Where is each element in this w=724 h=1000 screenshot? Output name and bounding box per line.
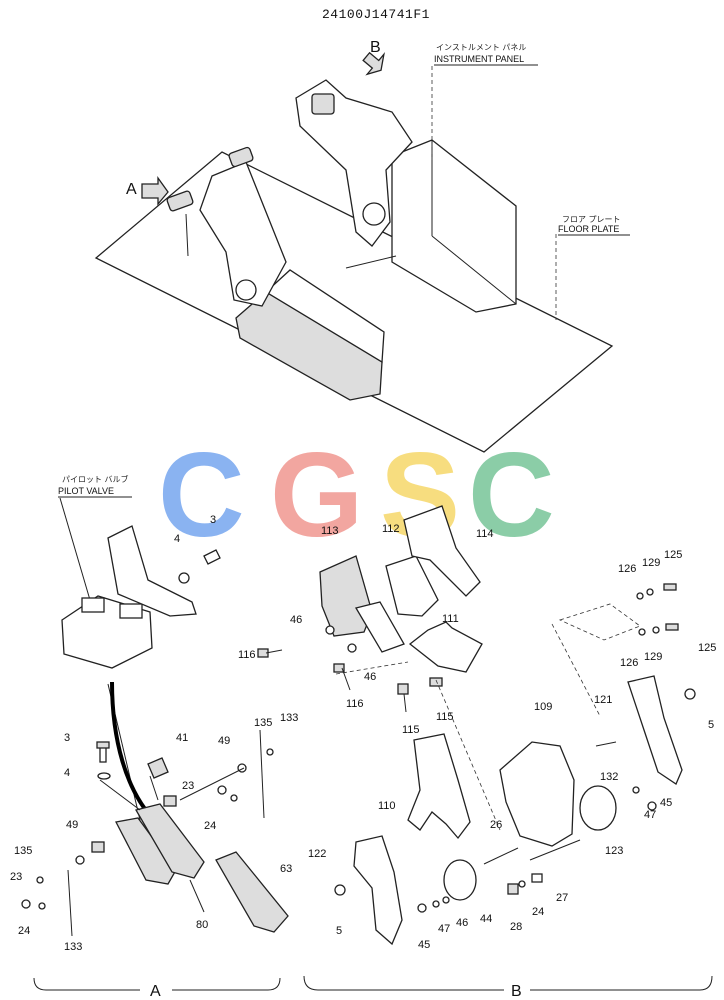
part-123 (579, 785, 617, 831)
part-label: 135 (14, 845, 32, 857)
part-label: 24 (18, 925, 30, 937)
part-label: 23 (10, 871, 22, 883)
part-label: 116 (346, 698, 364, 710)
pedal-bracket-right (295, 79, 413, 247)
part-label: 125 (698, 642, 716, 654)
drawing-number: 24100J14741F1 (322, 7, 430, 22)
watermark-letter-g: G (270, 428, 363, 562)
callout-b: B (370, 39, 381, 56)
part-label: 24 (532, 906, 544, 918)
part-label: 45 (660, 797, 672, 809)
floor-plate-label-jp: フロア プレート (562, 215, 621, 224)
part-label: 112 (382, 523, 400, 535)
pedal-upper (107, 525, 197, 617)
part-label: 80 (196, 919, 208, 931)
pilot-valve-label-jp: パイロット バルブ (62, 474, 129, 484)
part-label: 115 (402, 724, 420, 736)
part-label: 114 (476, 528, 494, 540)
part-114 (403, 505, 481, 597)
part-label: 126 (620, 657, 638, 669)
part-label: 133 (64, 941, 82, 953)
part-label: 129 (642, 557, 660, 569)
watermark-letter-c1: C (158, 428, 245, 562)
pedal-80-left (115, 817, 177, 885)
part-121 (627, 675, 683, 785)
part-label: 122 (308, 848, 326, 860)
part-label: 46 (364, 671, 376, 683)
part-number-labels: 3 4 3 4 41 49 135 133 23 24 49 135 23 24… (10, 514, 716, 953)
part-label: 24 (204, 820, 216, 832)
pedal-bracket-left (199, 161, 287, 307)
part-label: 45 (418, 939, 430, 951)
section-label-a: A (150, 983, 161, 1000)
arrow-b (362, 51, 385, 76)
callout-a: A (126, 181, 137, 198)
part-label: 44 (480, 913, 492, 925)
watermark: C G S C (158, 428, 555, 562)
part-label: 26 (490, 819, 502, 831)
part-109 (499, 741, 575, 847)
section-brackets: A B (33, 975, 713, 1000)
section-label-b: B (511, 983, 522, 1000)
assembly-overview: A B (94, 39, 614, 453)
part-label: 5 (708, 719, 714, 731)
pedal-plate-63 (215, 851, 289, 933)
pedal-assembly-a (21, 729, 289, 937)
watermark-letter-c2: C (468, 428, 555, 562)
part-label: 135 (254, 717, 272, 729)
pedal-pivot-arc (110, 681, 156, 822)
part-label: 3 (210, 514, 216, 526)
part-label: 110 (378, 800, 396, 812)
pilot-valve-label-en: PILOT VALVE (58, 486, 114, 496)
part-111 (408, 621, 483, 673)
part-122 (353, 835, 403, 946)
part-label: 49 (218, 735, 230, 747)
arrow-a (141, 175, 169, 206)
part-label: 46 (290, 614, 302, 626)
part-label: 125 (664, 549, 682, 561)
part-label: 4 (174, 533, 180, 545)
part-label: 5 (336, 925, 342, 937)
part-label: 109 (534, 701, 552, 713)
part-label: 111 (442, 613, 459, 625)
part-113 (319, 555, 373, 637)
part-label: 116 (238, 649, 256, 661)
floor-plate-label-en: FLOOR PLATE (558, 224, 619, 234)
part-label: 28 (510, 921, 522, 933)
part-label: 132 (600, 771, 618, 783)
valve-block-assembly-b (257, 505, 501, 831)
part-label: 126 (618, 563, 636, 575)
part-label: 47 (644, 809, 656, 821)
part-label: 4 (64, 767, 70, 779)
part-label: 123 (605, 845, 623, 857)
part-label: 46 (456, 917, 468, 929)
part-label: 133 (280, 712, 298, 724)
part-label: 23 (182, 780, 194, 792)
instrument-panel-label-jp: インストルメント パネル (436, 43, 526, 52)
part-label: 121 (594, 694, 612, 706)
part-label: 47 (438, 923, 450, 935)
part-112 (385, 555, 439, 617)
part-label: 115 (436, 711, 454, 723)
part-label: 27 (556, 892, 568, 904)
instrument-panel-label-en: INSTRUMENT PANEL (434, 54, 524, 64)
pedal-80-right (135, 803, 205, 879)
part-label: 113 (321, 525, 339, 537)
part-label: 3 (64, 732, 70, 744)
part-label: 49 (66, 819, 78, 831)
pilot-valve-assembly (61, 525, 221, 821)
part-label: 129 (644, 651, 662, 663)
part-110 (407, 733, 471, 840)
bracket-assembly-b (334, 583, 696, 946)
part-label: 41 (176, 732, 188, 744)
part-label: 63 (280, 863, 292, 875)
part-44 (443, 859, 477, 901)
